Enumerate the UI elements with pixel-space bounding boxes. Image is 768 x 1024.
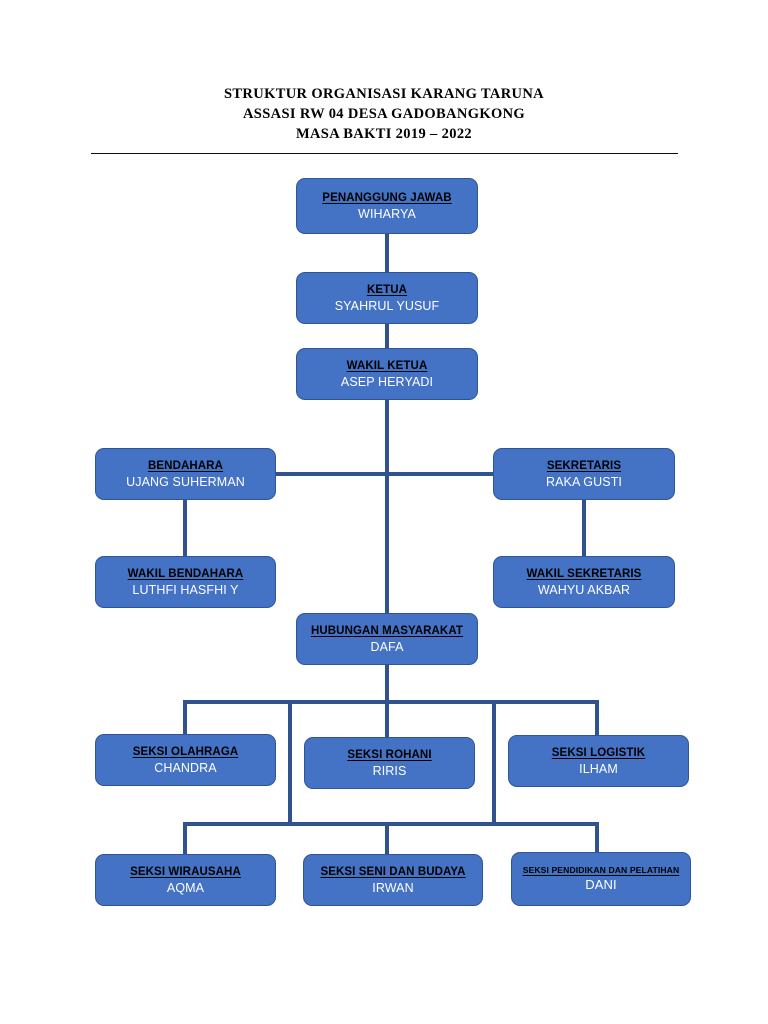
node-wakil-bendahara[interactable]: WAKIL BENDAHARA LUTHFI HASFHI Y	[95, 556, 276, 608]
node-seksi-pendidikan-dan-pelatihan[interactable]: SEKSI PENDIDIKAN DAN PELATIHAN DANI	[511, 852, 691, 906]
connector-bus-drop-logistik	[595, 700, 599, 737]
node-ketua[interactable]: KETUA SYAHRUL YUSUF	[296, 272, 478, 324]
node-person: SYAHRUL YUSUF	[334, 298, 440, 313]
node-person: DAFA	[370, 639, 404, 654]
node-role: PENANGGUNG JAWAB	[322, 191, 452, 204]
node-role: WAKIL SEKRETARIS	[526, 567, 642, 580]
connector-bus-drop-senibudaya	[385, 822, 389, 856]
node-person: WIHARYA	[358, 206, 416, 221]
title-line-2: ASSASI RW 04 DESA GADOBANGKONG	[242, 106, 526, 122]
connector-bus-drop-pendidikan	[595, 822, 599, 854]
node-person: RAKA GUSTI	[545, 474, 623, 489]
node-seksi-wirausaha[interactable]: SEKSI WIRAUSAHA AQMA	[95, 854, 276, 906]
node-person: DANI	[585, 877, 617, 892]
connector-bus-drop-wirausaha	[183, 822, 187, 856]
connector-passthrough-right	[492, 700, 496, 826]
node-person: RIRIS	[372, 763, 407, 778]
node-hubungan-masyarakat[interactable]: HUBUNGAN MASYARAKAT DAFA	[296, 613, 478, 665]
connector-penanggungjawab-to-ketua	[385, 234, 389, 272]
title-line-1: STRUKTUR ORGANISASI KARANG TARUNA	[224, 86, 544, 102]
node-person: CHANDRA	[154, 760, 217, 775]
connector-section-bus-row2	[183, 822, 599, 826]
page-title: STRUKTUR ORGANISASI KARANG TARUNA ASSASI…	[0, 84, 768, 144]
node-role: WAKIL KETUA	[346, 359, 428, 372]
node-bendahara[interactable]: BENDAHARA UJANG SUHERMAN	[95, 448, 276, 500]
node-person: AQMA	[166, 880, 205, 895]
title-divider-rule	[91, 153, 678, 154]
node-sekretaris[interactable]: SEKRETARIS RAKA GUSTI	[493, 448, 675, 500]
connector-trunk-to-humas	[385, 476, 389, 614]
node-wakil-ketua[interactable]: WAKIL KETUA ASEP HERYADI	[296, 348, 478, 400]
node-role: SEKSI WIRAUSAHA	[130, 865, 241, 878]
node-person: IRWAN	[372, 880, 414, 895]
connector-humas-to-section-bus	[385, 665, 389, 704]
title-line-3: MASA BAKTI 2019 – 2022	[295, 126, 473, 142]
node-person: LUTHFI HASFHI Y	[132, 582, 239, 597]
node-seksi-rohani[interactable]: SEKSI ROHANI RIRIS	[304, 737, 475, 789]
connector-ketua-to-wakilketua	[385, 324, 389, 348]
node-person: ASEP HERYADI	[340, 374, 434, 389]
connector-wakilketua-trunk	[385, 400, 389, 476]
node-role: SEKSI SENI DAN BUDAYA	[320, 865, 466, 878]
node-person: UJANG SUHERMAN	[126, 474, 245, 489]
node-role: SEKSI OLAHRAGA	[132, 745, 239, 758]
connector-bus-bendahara-sekretaris	[275, 472, 495, 476]
node-person: ILHAM	[579, 761, 618, 776]
node-role: SEKRETARIS	[546, 459, 622, 472]
connector-bus-drop-olahraga	[183, 700, 187, 736]
connector-passthrough-left	[288, 700, 292, 826]
node-seksi-seni-dan-budaya[interactable]: SEKSI SENI DAN BUDAYA IRWAN	[303, 854, 483, 906]
connector-bendahara-to-wakilbendahara	[183, 500, 187, 556]
node-role: SEKSI PENDIDIKAN DAN PELATIHAN	[522, 865, 680, 875]
node-role: HUBUNGAN MASYARAKAT	[310, 624, 464, 637]
node-person: WAHYU AKBAR	[537, 582, 631, 597]
node-role: SEKSI LOGISTIK	[551, 746, 646, 759]
node-role: WAKIL BENDAHARA	[127, 567, 244, 580]
node-wakil-sekretaris[interactable]: WAKIL SEKRETARIS WAHYU AKBAR	[493, 556, 675, 608]
node-role: BENDAHARA	[147, 459, 223, 472]
node-seksi-logistik[interactable]: SEKSI LOGISTIK ILHAM	[508, 735, 689, 787]
connector-bus-drop-rohani	[385, 700, 389, 741]
node-seksi-olahraga[interactable]: SEKSI OLAHRAGA CHANDRA	[95, 734, 276, 786]
node-penanggung-jawab[interactable]: PENANGGUNG JAWAB WIHARYA	[296, 178, 478, 234]
connector-sekretaris-to-wakilsekretaris	[582, 500, 586, 556]
connector-section-bus-row1	[183, 700, 599, 704]
node-role: KETUA	[366, 283, 408, 296]
node-role: SEKSI ROHANI	[347, 748, 432, 761]
